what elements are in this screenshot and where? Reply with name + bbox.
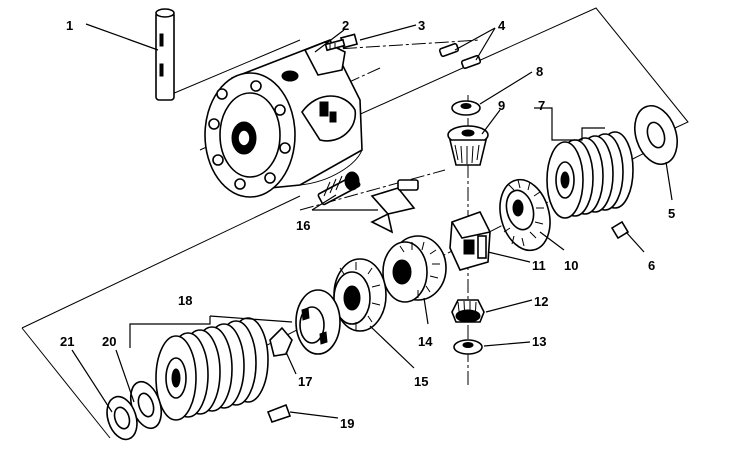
callout-16: 16 xyxy=(296,218,310,233)
leader-lines xyxy=(71,23,673,419)
callout-labels: 1 2 3 4 5 6 7 8 9 10 11 12 13 14 15 16 1… xyxy=(60,18,675,431)
callout-7: 7 xyxy=(538,98,545,113)
callout-11: 11 xyxy=(532,258,546,273)
clutch-pack-left xyxy=(155,317,269,421)
callout-17: 17 xyxy=(298,374,312,389)
guide-clip-left xyxy=(266,403,292,423)
callout-18: 18 xyxy=(178,293,192,308)
callout-2: 2 xyxy=(342,18,349,33)
spacer-washer-left xyxy=(106,395,138,441)
callout-12: 12 xyxy=(534,294,548,309)
clutch-pack-right xyxy=(546,131,634,219)
guide-clip-right xyxy=(610,220,630,240)
retaining-bolts xyxy=(317,171,419,234)
callout-5: 5 xyxy=(668,206,675,221)
shim-left xyxy=(129,380,163,430)
callout-1: 1 xyxy=(66,18,73,33)
spring-pins xyxy=(438,42,482,70)
assembly-bracket xyxy=(21,7,689,439)
differential-case xyxy=(204,38,363,198)
cross-shaft-pin xyxy=(155,8,175,101)
callout-14: 14 xyxy=(418,334,433,349)
wave-spring xyxy=(269,326,293,357)
callout-21: 21 xyxy=(60,334,74,349)
spring-plate xyxy=(295,289,341,355)
callout-8: 8 xyxy=(536,64,543,79)
callout-10: 10 xyxy=(564,258,578,273)
callout-20: 20 xyxy=(102,334,116,349)
bolt xyxy=(324,33,359,52)
shim-right xyxy=(634,105,678,165)
callout-19: 19 xyxy=(340,416,354,431)
callout-9: 9 xyxy=(498,98,505,113)
callout-15: 15 xyxy=(414,374,428,389)
pinion-block xyxy=(449,211,491,271)
side-gear-left xyxy=(382,235,447,303)
callout-13: 13 xyxy=(532,334,546,349)
thrust-washer-lower xyxy=(453,339,483,355)
callout-3: 3 xyxy=(418,18,425,33)
thrust-washer-upper xyxy=(451,100,481,116)
callout-4: 4 xyxy=(498,18,506,33)
callout-6: 6 xyxy=(648,258,655,273)
guide-ring xyxy=(333,258,387,332)
side-gear-right xyxy=(499,178,551,252)
pinion-gear-upper xyxy=(447,125,489,166)
pinion-gear-lower xyxy=(451,299,485,323)
